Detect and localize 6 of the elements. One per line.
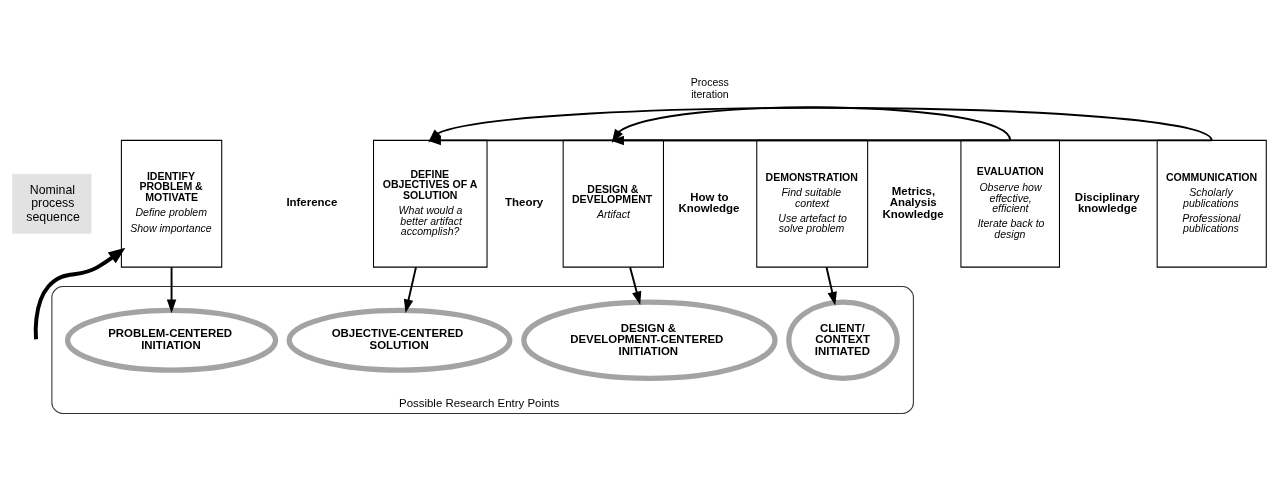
label: Disciplinary knowledge — [1074, 190, 1140, 214]
label: Process iteration — [690, 75, 729, 100]
label: Theory — [505, 195, 544, 208]
label: How to Knowledge — [678, 190, 740, 214]
label: Metrics, Analysis Knowledge — [882, 184, 944, 220]
label: Inference — [286, 195, 338, 208]
